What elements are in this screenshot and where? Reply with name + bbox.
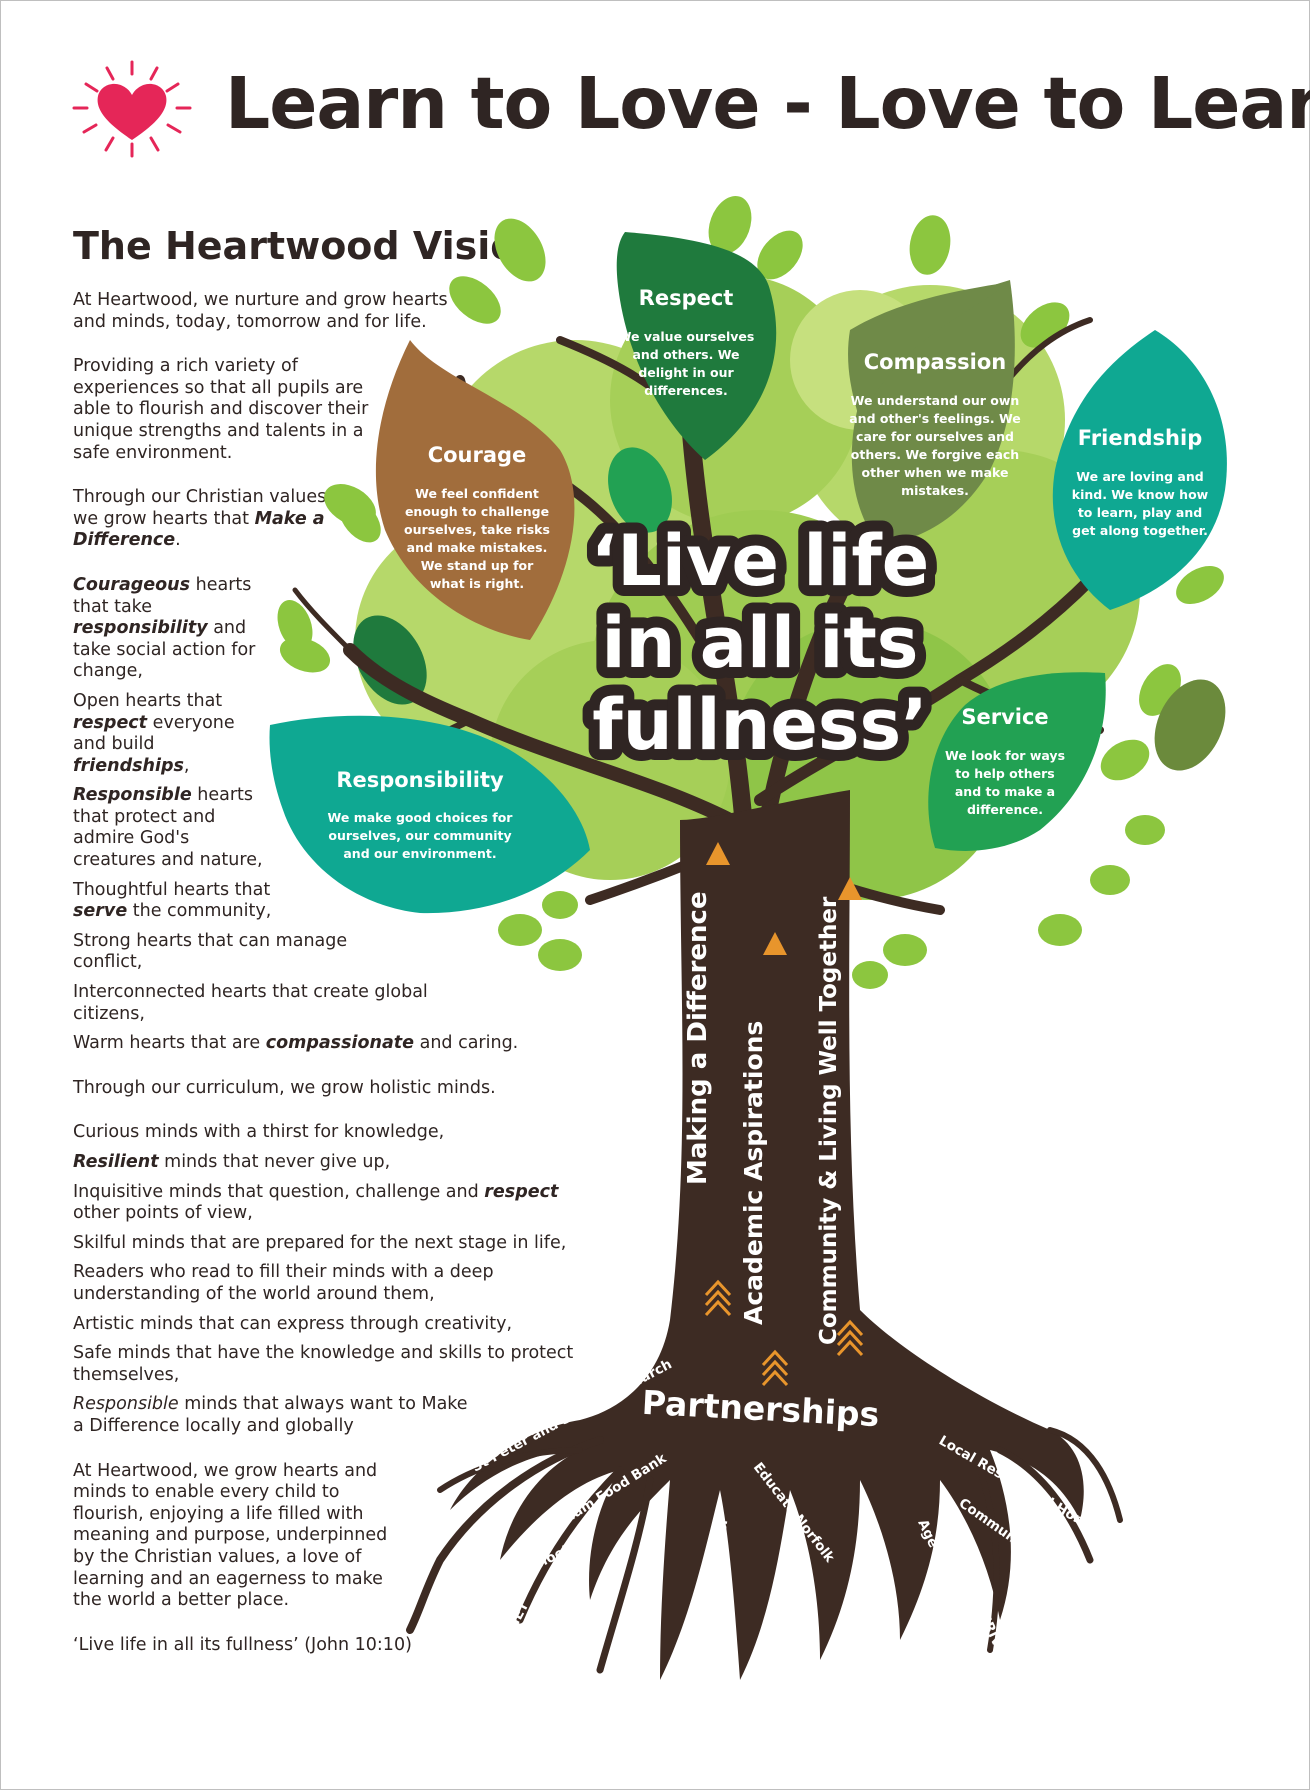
vision-mind-line: Inquisitive minds that question, challen… (73, 1181, 559, 1224)
arrow-academic-aspirations (761, 932, 789, 1387)
leaf-text-line: and our environment. (343, 846, 496, 861)
trunk-label-making-difference: Making a Difference (683, 891, 713, 1185)
motto-line: in all its (602, 602, 919, 684)
leaf-text-line: We stand up for (421, 558, 534, 573)
vision-mind-line: Responsible minds that always want to Ma… (73, 1394, 468, 1436)
leaf-title-respect: Respect (639, 286, 734, 310)
leaf-title-courage: Courage (428, 443, 527, 467)
vision-heart-line: Strong hearts that can manage conflict, (73, 930, 348, 973)
vision-paragraph: At Heartwood, we grow hearts and minds t… (73, 1460, 388, 1611)
vision-heart-line: Open hearts that respect everyone and bu… (73, 690, 235, 776)
vision-quote: ‘Live life in all its fullness’ (John 10… (73, 1634, 412, 1655)
leaf-text-line: kind. We know how (1072, 487, 1209, 502)
leaf-text-line: difference. (967, 802, 1043, 817)
small-leaf-mid (608, 447, 672, 533)
leaf-title-friendship: Friendship (1078, 426, 1202, 450)
leaf-text-line: ourselves, take risks (404, 522, 550, 537)
root-label: Cluster Schools (465, 1539, 578, 1603)
leaf-respect: Respect We value ourselves and others. W… (616, 232, 777, 460)
leaf-service: Service We look for ways to help others … (928, 672, 1106, 851)
leaf-text-line: others. We forgive each (851, 447, 1019, 462)
leaf-text-line: We value ourselves (618, 329, 755, 344)
leaf-compassion: Compassion We understand our own and oth… (848, 280, 1021, 545)
vision-heart-line: Warm hearts that are compassionate and c… (73, 1033, 519, 1054)
vision-mind-line: Resilient minds that never give up, (73, 1152, 391, 1172)
vision-paragraph: Through our curriculum, we grow holistic… (73, 1077, 496, 1098)
trunk-label-community: Community & Living Well Together (816, 896, 842, 1345)
leaf-text-line: ourselves, our community (328, 828, 511, 843)
leaf-text-line: We make good choices for (328, 810, 514, 825)
leaf-text-line: to help others (955, 766, 1054, 781)
leaf-responsibility: Responsibility We make good choices for … (269, 715, 590, 914)
leaf-text-line: mistakes. (901, 483, 969, 498)
leaf-text-line: delight in our (638, 365, 734, 380)
small-leaf-dark (353, 615, 427, 705)
leaf-text-line: enough to challenge (405, 504, 549, 519)
small-leaf-dark (1154, 679, 1226, 771)
vision-mind-line: Artistic minds that can express through … (73, 1313, 513, 1334)
page-title: Learn to Love - Love to Learn (225, 62, 1310, 145)
root-label: VNET (499, 1598, 532, 1642)
vision-paragraph: At Heartwood, we nurture and grow hearts… (73, 290, 448, 332)
leaf-text-line: We are loving and (1076, 469, 1203, 484)
arrow-making-difference (704, 842, 732, 1317)
motto-line: fullness’ (592, 684, 928, 766)
leaf-title-service: Service (961, 705, 1048, 729)
leaf-text-line: care for ourselves and (856, 429, 1014, 444)
leaf-text-line: differences. (644, 383, 727, 398)
leaf-title-responsibility: Responsibility (336, 768, 504, 792)
vision-heart-line: Courageous hearts that take responsibili… (73, 574, 256, 682)
vision-mind-line: Readers who read to fill their minds wit… (73, 1262, 494, 1304)
vision-paragraph: Through our Christian values we grow hea… (73, 487, 327, 551)
trunk-label-academic-aspirations: Academic Aspirations (739, 1021, 768, 1325)
tree-trunk (450, 790, 1084, 1680)
vision-paragraph: Providing a rich variety of experiences … (73, 356, 369, 463)
leaf-text-line: We understand our own (851, 393, 1020, 408)
leaf-text-line: and other's feelings. We (849, 411, 1021, 426)
leaf-text-line: get along together. (1072, 523, 1208, 538)
vision-mind-line: Curious minds with a thirst for knowledg… (73, 1122, 445, 1143)
leaf-title-compassion: Compassion (864, 350, 1007, 374)
vision-heart-line: Interconnected hearts that create global… (73, 982, 428, 1024)
leaf-text-line: other when we make (862, 465, 1009, 480)
vision-mind-line: Safe minds that have the knowledge and s… (73, 1343, 574, 1385)
heart-icon (72, 60, 192, 158)
leaf-text-line: what is right. (430, 576, 524, 591)
leaf-friendship: Friendship We are loving and kind. We kn… (1052, 330, 1227, 610)
root-label: Tesco (856, 1582, 882, 1627)
vision-heart-line: Responsible hearts that protect and admi… (73, 785, 263, 871)
vision-text: At Heartwood, we nurture and grow hearts… (73, 290, 633, 1656)
leaf-text-line: We look for ways (945, 748, 1065, 763)
leaf-text-line: and make mistakes. (407, 540, 548, 555)
trunk-arrows (704, 842, 864, 1387)
leaf-text-line: and to make a (955, 784, 1055, 799)
vision-heart-line: Thoughtful hearts that serve the communi… (73, 879, 272, 922)
vision-heading: The Heartwood Vision (73, 224, 544, 268)
leaf-text-line: We feel confident (415, 486, 539, 501)
motto-line: ‘Live life (591, 520, 930, 602)
leaf-text-line: to learn, play and (1078, 505, 1202, 520)
arrow-community (836, 877, 864, 1357)
vision-mind-line: Skilful minds that are prepared for the … (73, 1232, 567, 1253)
small-leaves (277, 195, 1224, 989)
motto: ‘Live life in all its fullness’ (580, 509, 941, 777)
tree-roots (406, 1427, 1123, 1674)
leaf-text-line: and others. We (632, 347, 739, 362)
leaf-courage: Courage We feel confident enough to chal… (375, 340, 575, 640)
